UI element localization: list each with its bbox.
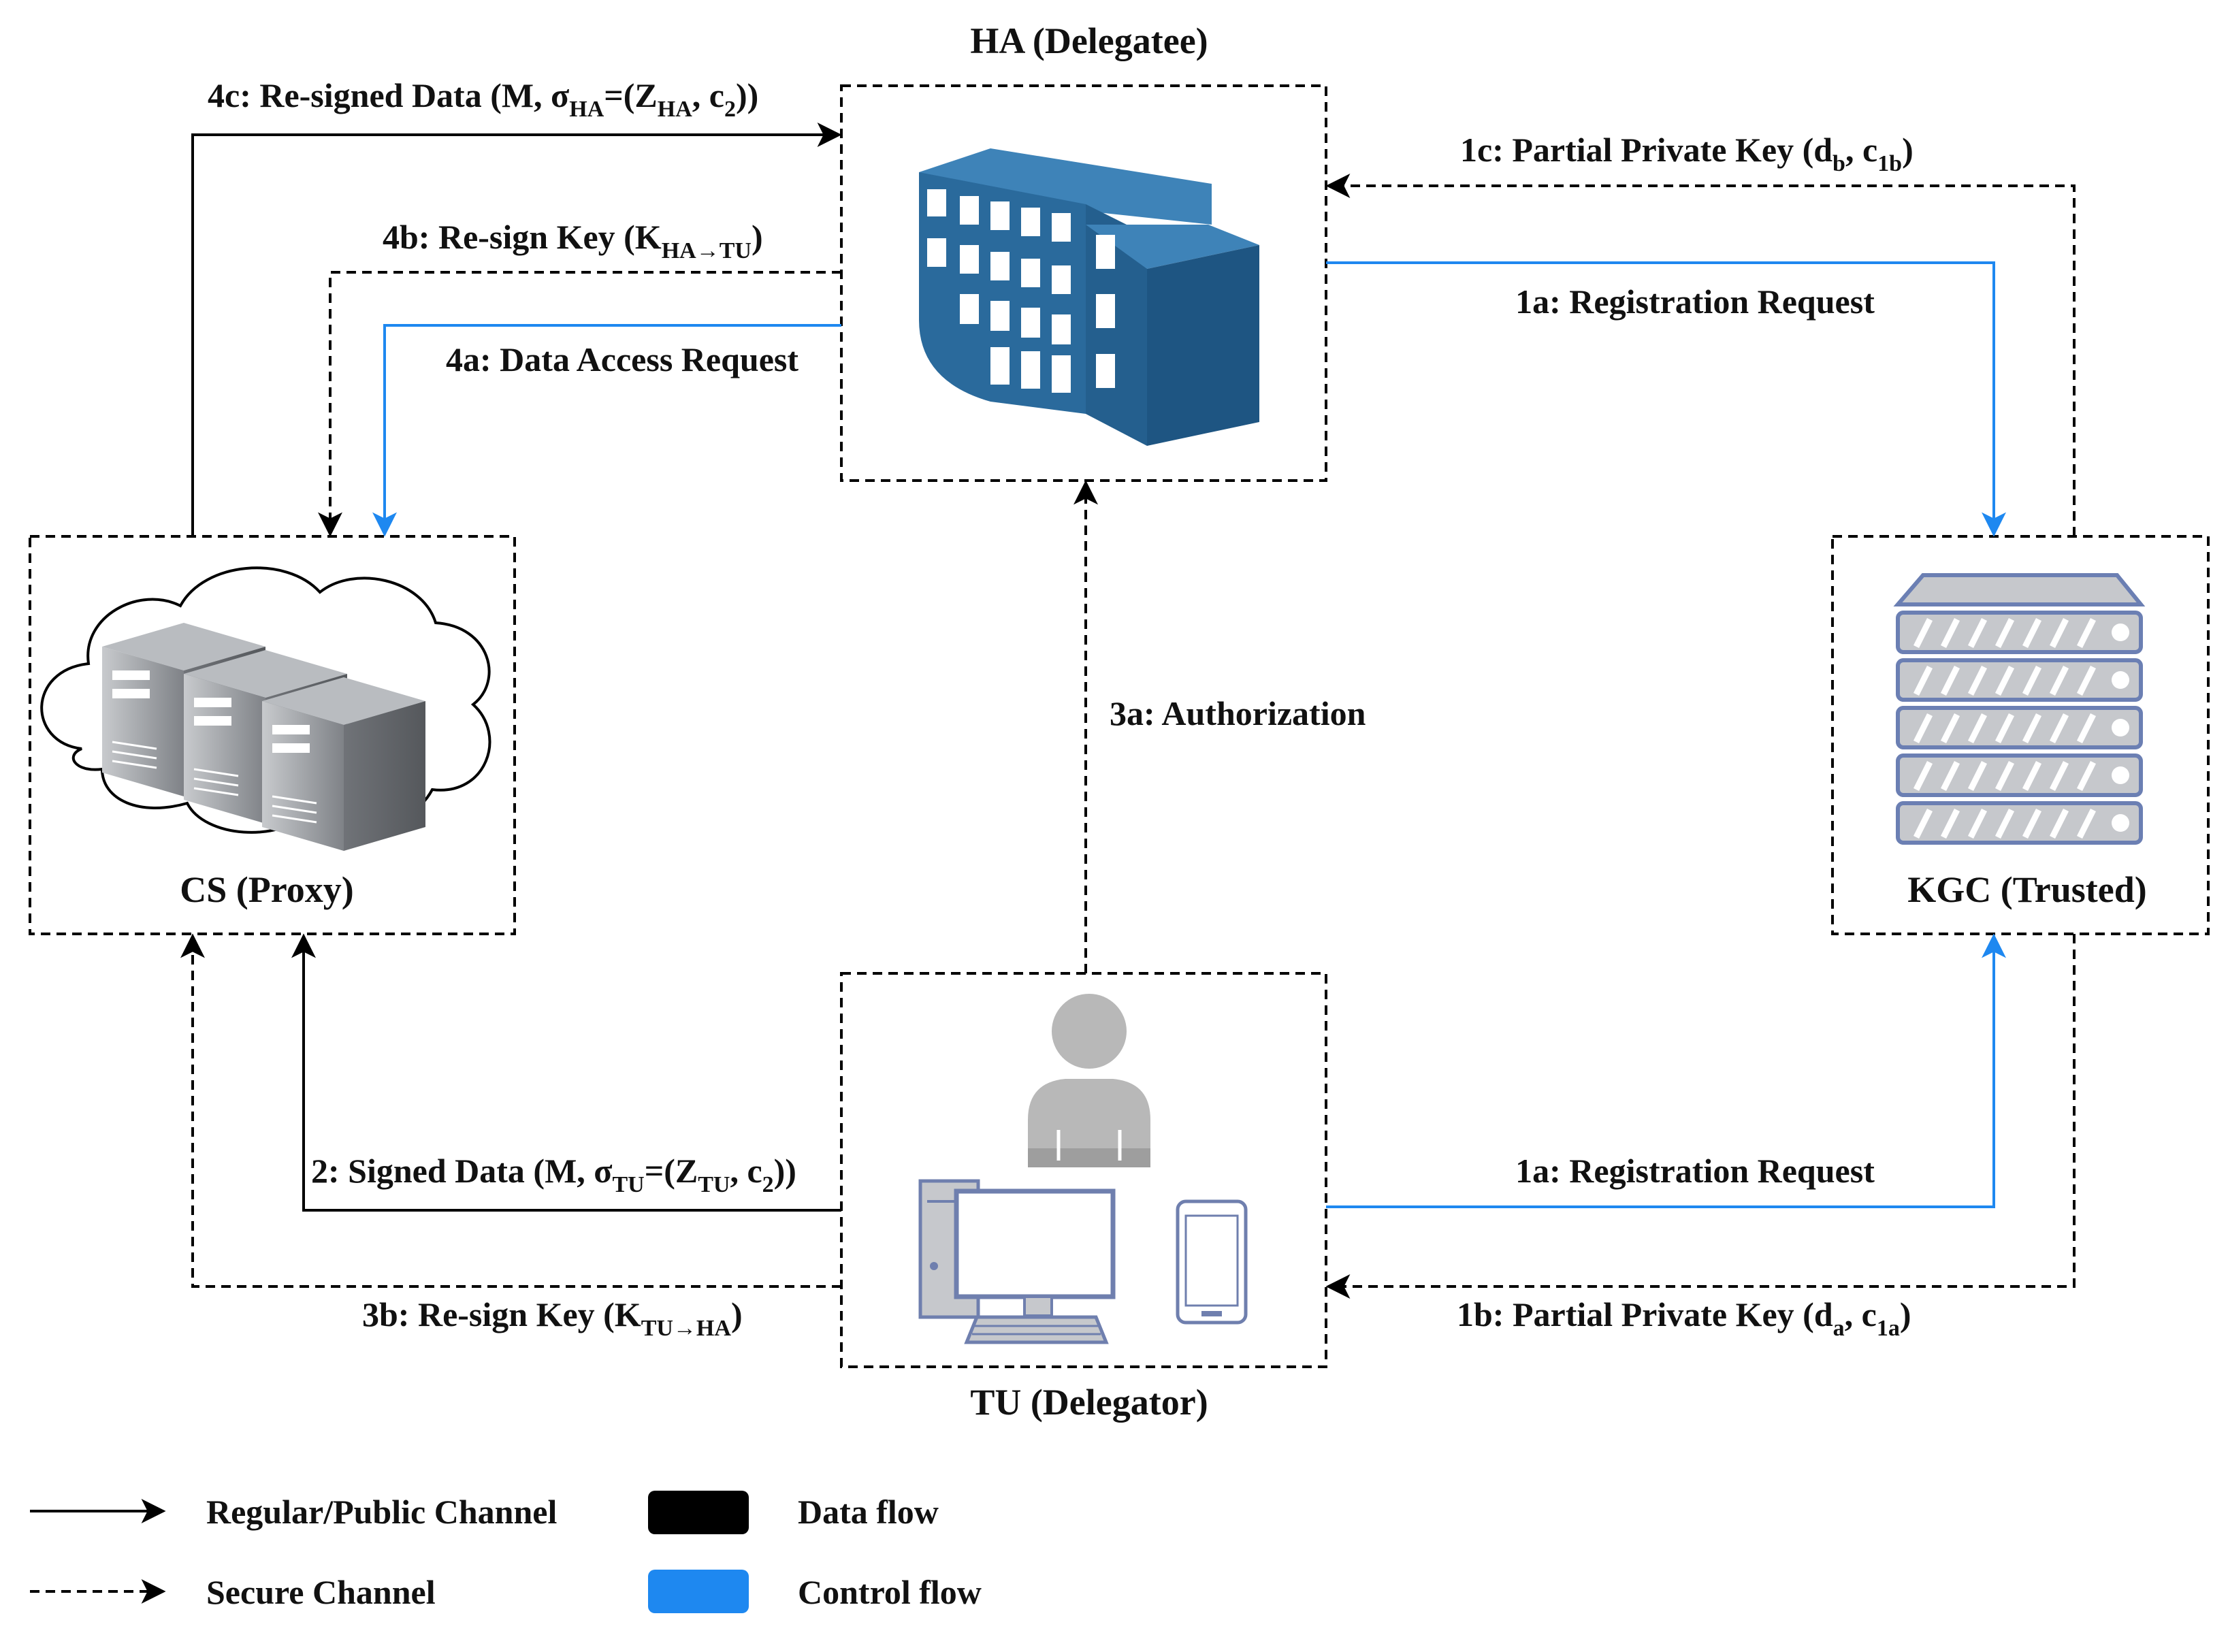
- legend-data-flow-label: Data flow: [798, 1493, 939, 1531]
- legend-regular-label: Regular/Public Channel: [206, 1493, 557, 1531]
- edge-1a-bottom-label: 1a: Registration Request: [1515, 1152, 1875, 1190]
- cs-title: CS (Proxy): [180, 869, 353, 910]
- legend-control-flow-swatch: [648, 1570, 749, 1613]
- smartphone-icon: [1176, 1199, 1248, 1325]
- legend-control-flow-label: Control flow: [798, 1573, 982, 1611]
- edge-1c-label: 1c: Partial Private Key (db, c1b): [1460, 131, 1914, 176]
- edge-1a-top-label: 1a: Registration Request: [1515, 282, 1875, 321]
- edge-1b-arrow: [1325, 934, 2076, 1299]
- legend-data-flow-swatch: [648, 1491, 749, 1534]
- edge-1a-bottom-arrow: [1326, 933, 2006, 1208]
- ha-title: HA (Delegatee): [970, 20, 1208, 61]
- server-stack-icon: [102, 623, 425, 851]
- edge-3b-label: 3b: Re-sign Key (KTU→HA): [362, 1295, 743, 1341]
- ha-box: [840, 84, 1327, 482]
- user-icon: [1028, 994, 1150, 1167]
- kgc-box: [1831, 535, 2210, 935]
- rack-server-icon: [1893, 573, 2146, 843]
- edge-4c-label: 4c: Re-signed Data (M, σHA=(ZHA, c2)): [208, 76, 758, 122]
- edge-2-label: 2: Signed Data (M, σTU=(ZTU, c2)): [311, 1152, 796, 1197]
- tu-box: [840, 972, 1327, 1368]
- edge-4b-arrow: [318, 271, 841, 537]
- kgc-title: KGC (Trusted): [1907, 869, 2146, 910]
- edge-4a-label: 4a: Data Access Request: [446, 340, 798, 378]
- cs-box: [29, 535, 516, 935]
- legend-secure-label: Secure Channel: [206, 1573, 436, 1611]
- edge-2-arrow: [291, 933, 841, 1212]
- edge-4a-arrow: [372, 324, 841, 537]
- edge-4b-label: 4b: Re-sign Key (KHA→TU): [383, 218, 763, 263]
- desktop-computer-icon: [918, 1179, 1116, 1344]
- edge-3a-label: 3a: Authorization: [1110, 694, 1366, 732]
- legend: Regular/Public Channel Secure Channel Da…: [30, 1491, 982, 1613]
- edge-1a-top-arrow: [1326, 261, 2006, 537]
- edge-1c-arrow: [1325, 174, 2076, 536]
- edge-1b-label: 1b: Partial Private Key (da, c1a): [1457, 1295, 1911, 1341]
- edge-4c-arrow: [191, 123, 842, 536]
- tu-title: TU (Delegator): [970, 1382, 1208, 1423]
- edge-3b-arrow: [180, 933, 841, 1288]
- building-icon: [919, 148, 1259, 446]
